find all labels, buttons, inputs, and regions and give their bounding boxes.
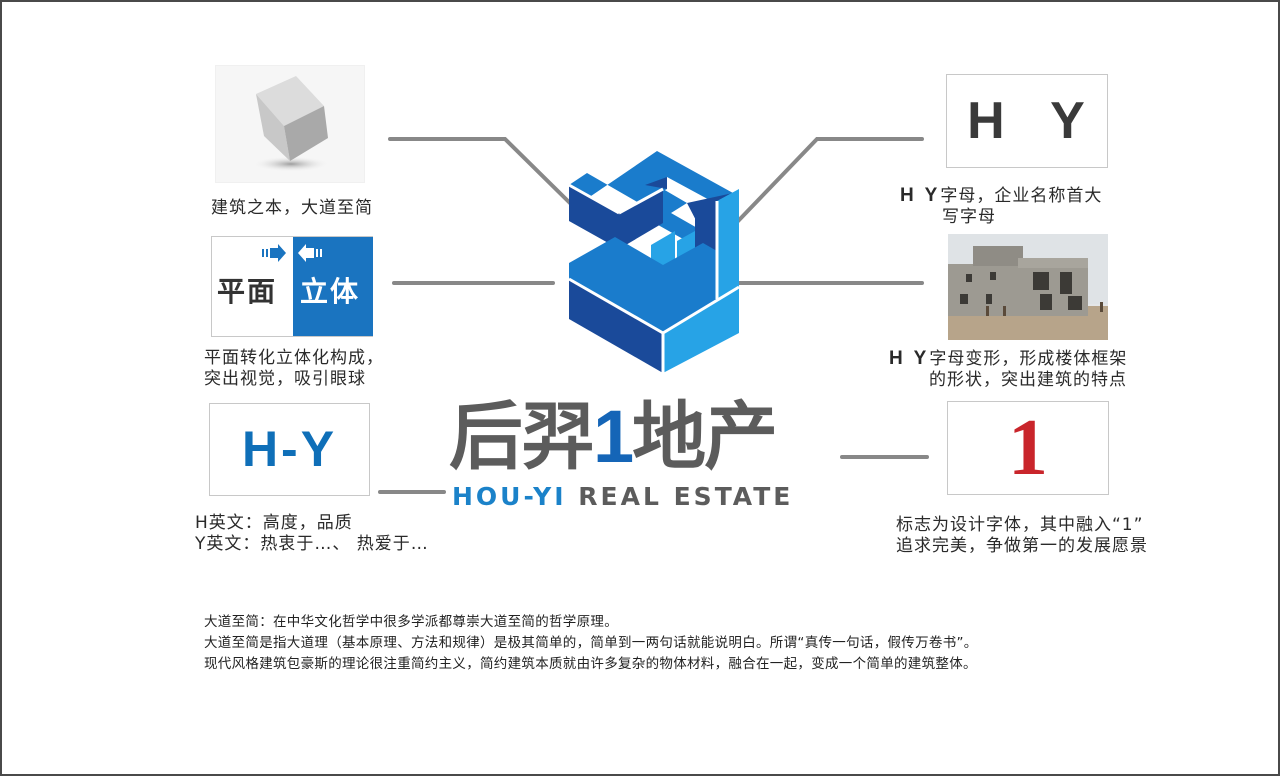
footer-line: 现代风格建筑包豪斯的理论很注重简约主义，简约建筑本质就由许多复杂的物体材料，融合… (204, 656, 977, 672)
caption-line: 字母变形，形成楼体框架 (929, 349, 1128, 369)
caption-line: 突出视觉，吸引眼球 (204, 369, 366, 389)
brand-name-cn: 后羿1地产 (449, 394, 778, 480)
caption-line: H英文：高度，品质 (195, 513, 353, 533)
caption-building: H Y字母变形，形成楼体框架 的形状，突出建筑的特点 (889, 348, 1127, 391)
brand-cn-one: 1 (593, 395, 634, 478)
houyi-logo-mark (568, 151, 740, 373)
arrow-left-icon (298, 244, 322, 262)
plane-solid-box: 平面 立体 (211, 236, 373, 337)
building-image (948, 234, 1108, 340)
caption-prefix: H Y (900, 185, 941, 206)
arrow-right-icon (262, 244, 286, 262)
caption-line: 标志为设计字体，其中融入“1” (896, 515, 1144, 535)
brand-name-en: HOU-YI REAL ESTATE (452, 482, 793, 511)
caption-hy-letters: H Y字母，企业名称首大 写字母 (900, 185, 1102, 228)
brand-cn-part: 后羿 (449, 394, 595, 480)
caption-prefix: H Y (889, 348, 930, 369)
caption-line: 建筑之本，大道至简 (211, 198, 373, 218)
h-y-text: H-Y (241, 421, 338, 477)
caption-line: 字母，企业名称首大 (940, 186, 1103, 206)
number-one-box: 1 (947, 401, 1109, 495)
caption-line: 写字母 (942, 207, 996, 227)
caption-line: 平面转化立体化构成， (204, 348, 384, 368)
caption-number-one: 标志为设计字体，其中融入“1” 追求完美，争做第一的发展愿景 (896, 515, 1148, 557)
caption-line: 追求完美，争做第一的发展愿景 (896, 536, 1148, 556)
number-one-text: 1 (1008, 404, 1048, 492)
cube-icon (251, 76, 331, 172)
caption-cube: 建筑之本，大道至简 (211, 198, 373, 219)
caption-line: Y英文：热衷于…、 热爱于… (195, 534, 429, 554)
hy-text: H Y (967, 92, 1101, 150)
caption-line: 的形状，突出建筑的特点 (929, 370, 1127, 390)
footer-line: 大道至简是指大道理（基本原理、方法和规律）是极其简单的，简单到一两句话就能说明白… (204, 635, 978, 651)
footer-description: 大道至简：在中华文化哲学中很多学派都尊崇大道至简的哲学原理。 大道至简是指大道理… (204, 612, 978, 675)
brand-en-rest: REAL ESTATE (566, 482, 794, 511)
brand-en-blue: HOU-YI (452, 482, 567, 511)
plane-label: 平面 (217, 275, 278, 308)
brand-cn-part: 地产 (632, 394, 778, 480)
solid-label: 立体 (300, 275, 361, 308)
caption-h-y: H英文：高度，品质 Y英文：热衷于…、 热爱于… (195, 513, 429, 555)
hy-box: H Y (946, 74, 1108, 168)
footer-line: 大道至简：在中华文化哲学中很多学派都尊崇大道至简的哲学原理。 (204, 614, 618, 630)
h-y-box: H-Y (209, 403, 370, 496)
cube-image (215, 65, 365, 183)
building-photo (948, 234, 1108, 340)
caption-plane-solid: 平面转化立体化构成， 突出视觉，吸引眼球 (204, 348, 384, 390)
